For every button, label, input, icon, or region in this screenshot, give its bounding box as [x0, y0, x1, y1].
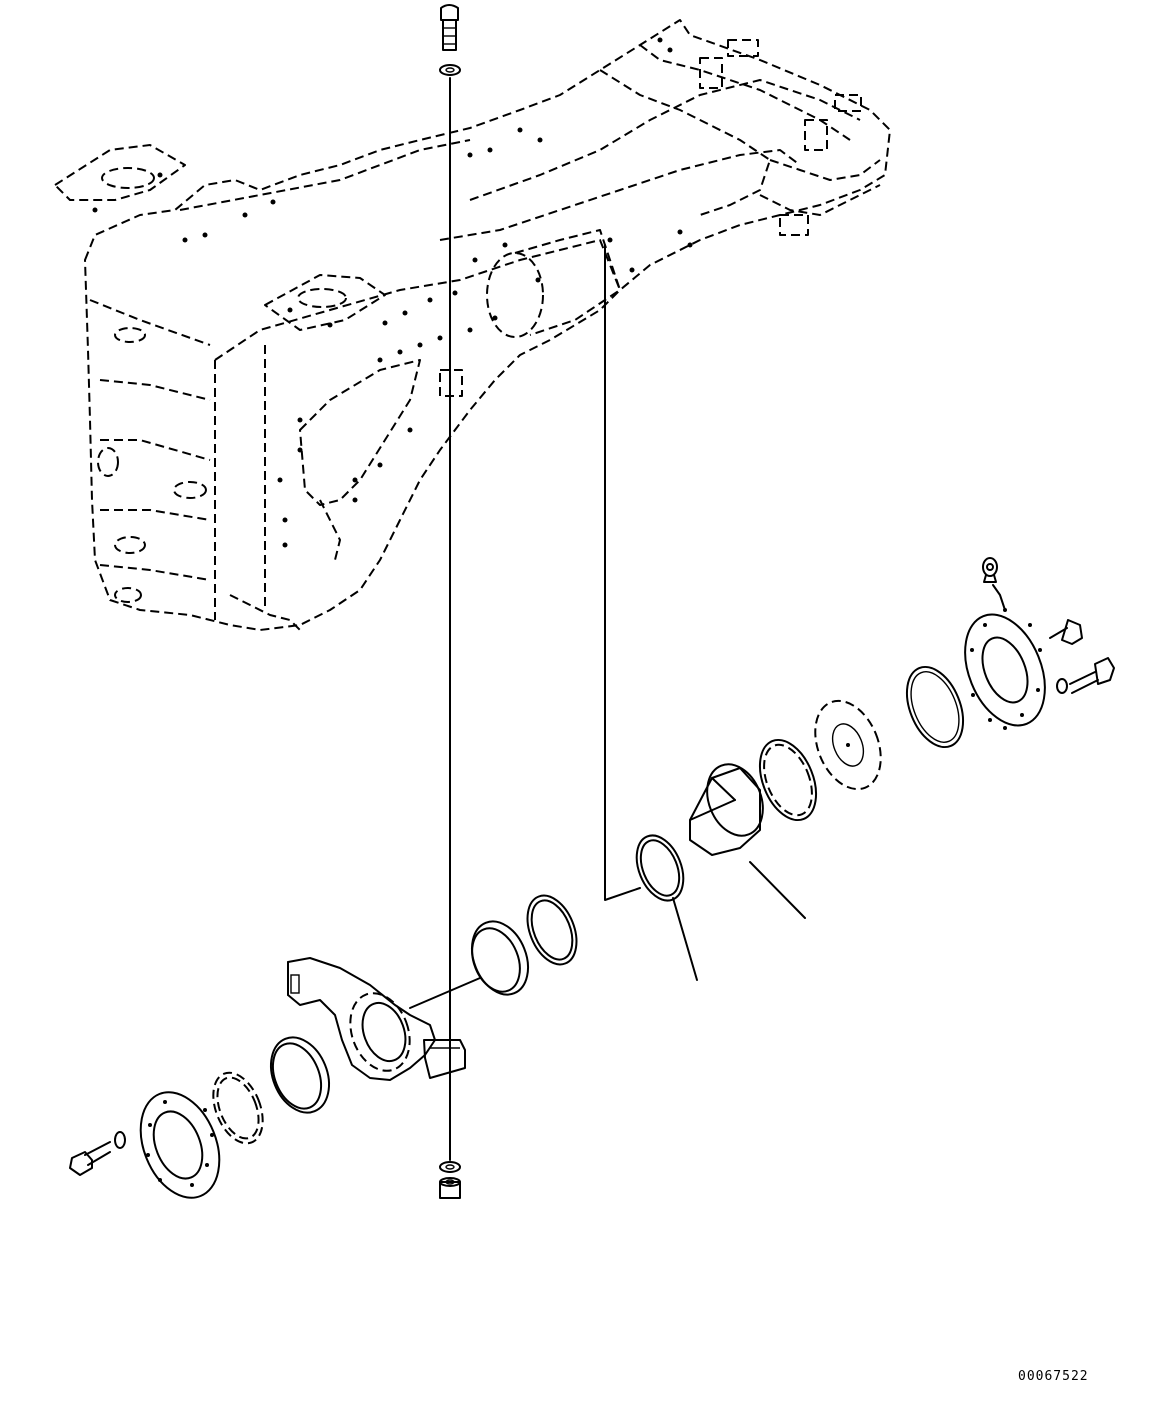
figure-number: 00067522 — [1018, 1369, 1089, 1384]
seal-ring-leader — [672, 897, 698, 981]
axis-line-right — [604, 244, 641, 901]
bushing-leader — [749, 861, 806, 919]
rear-frame — [54, 19, 891, 631]
callout-leaders — [672, 861, 806, 981]
axle-support-yoke — [287, 957, 481, 1081]
left-parts — [69, 1036, 330, 1199]
frame-holes — [92, 37, 693, 548]
right-parts — [635, 557, 1115, 902]
center-shims — [471, 894, 578, 996]
king-pin-assembly — [439, 4, 461, 1199]
